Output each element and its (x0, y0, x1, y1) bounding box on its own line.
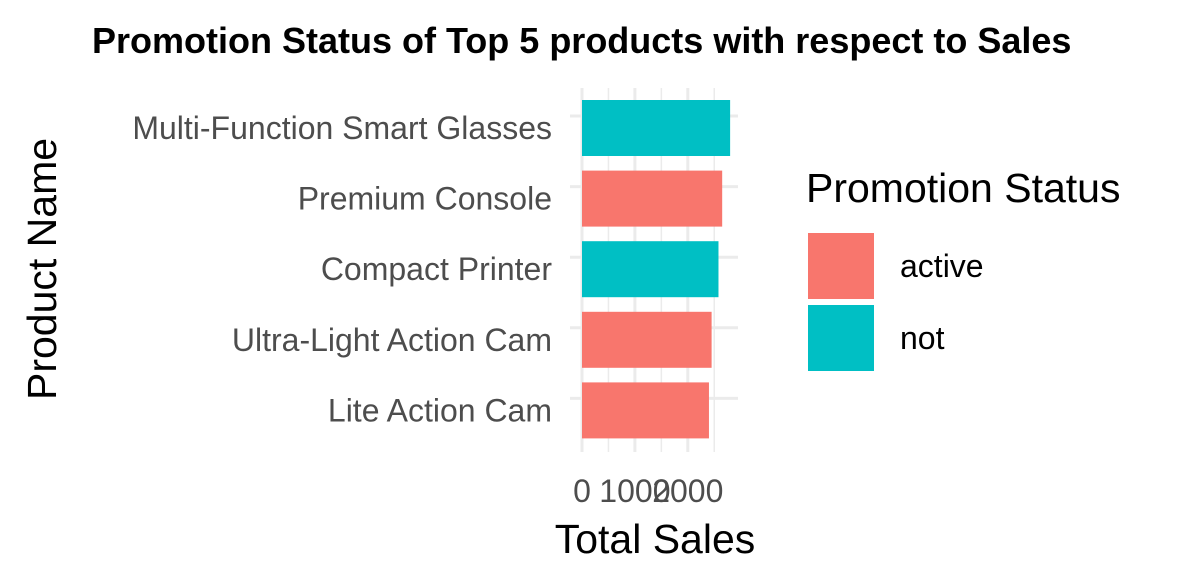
legend-label: active (900, 248, 984, 284)
y-tick-label: Compact Printer (321, 251, 553, 287)
bar (582, 311, 712, 368)
legend-entries: active not (808, 233, 984, 371)
legend-key (808, 233, 874, 299)
bar (582, 382, 709, 439)
y-tick-label: Lite Action Cam (328, 392, 552, 428)
legend-label: not (900, 320, 945, 356)
x-axis-title: Total Sales (555, 516, 756, 562)
bar (582, 170, 723, 227)
chart-title: Promotion Status of Top 5 products with … (92, 20, 1071, 61)
y-axis-title: Product Name (19, 138, 65, 400)
y-tick-label: Multi-Function Smart Glasses (132, 110, 552, 146)
bar (582, 100, 731, 156)
y-tick-label: Premium Console (298, 181, 552, 217)
legend-key (808, 305, 874, 371)
y-tick-label: Ultra-Light Action Cam (232, 322, 552, 358)
x-tick-label: 1000 (599, 473, 670, 509)
bar (582, 241, 719, 298)
x-tick-label: 2000 (652, 473, 723, 509)
x-tick-label: 0 (573, 473, 591, 509)
bars (582, 100, 731, 439)
legend: Promotion Status active not (806, 165, 1121, 371)
legend-title: Promotion Status (806, 165, 1121, 211)
